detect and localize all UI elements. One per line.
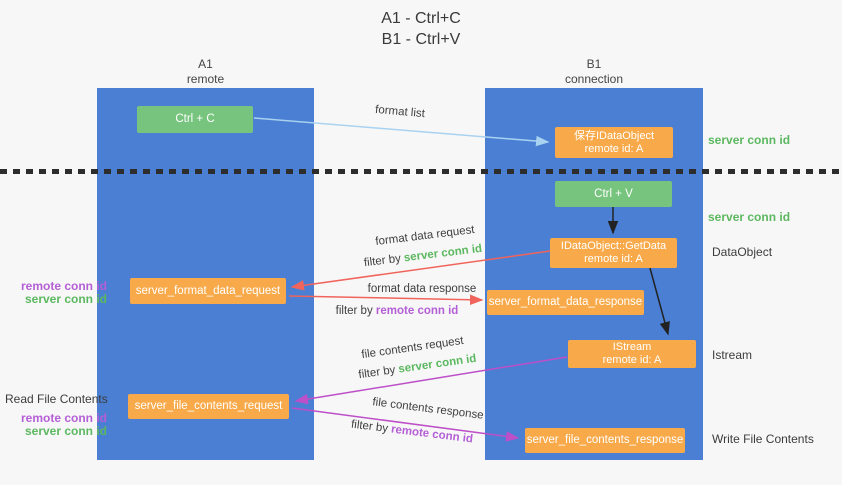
format-list-label: format list [374, 103, 426, 121]
server-conn-id-left1-label: server conn id [24, 292, 107, 306]
filter-highlight: server conn id [397, 352, 478, 376]
read-file-contents-label: Read File Contents [5, 392, 108, 406]
column-header-a1: A1 remote [97, 57, 314, 87]
server-format-data-request-label: server_format_data_request [135, 284, 281, 297]
filter-by-remote-conn-id-2-label: filter by remote conn id [348, 418, 477, 446]
getdata-line2: remote id: A [584, 253, 643, 265]
format-data-response-label: format data response [367, 283, 477, 295]
ctrl-c-box: Ctrl + C [137, 106, 253, 133]
write-file-contents-label: Write File Contents [712, 432, 814, 446]
istream-box: IStream remote id: A [568, 340, 696, 368]
istream-line2: remote id: A [602, 354, 662, 366]
server-format-data-response-box: server_format_data_response [487, 290, 644, 315]
save-dataobject-line1: 保存IDataObject [573, 129, 655, 142]
column-a1-name: A1 [198, 57, 213, 71]
column-header-b1: B1 connection [485, 57, 703, 87]
ctrl-c-label: Ctrl + C [175, 113, 215, 125]
title-line-1: A1 - Ctrl+C [381, 10, 461, 27]
filter-highlight: remote conn id [390, 423, 474, 446]
diagram-title: A1 - Ctrl+C B1 - Ctrl+V [0, 8, 842, 50]
arrow-format-data-response [288, 294, 484, 306]
filter-prefix: filter by [363, 252, 405, 270]
filter-by-remote-conn-id-1-label: filter by remote conn id [333, 305, 461, 317]
dotted-separator [0, 169, 842, 174]
remote-conn-id-left2-label: remote conn id [20, 411, 107, 425]
filter-highlight: remote conn id [375, 305, 459, 317]
server-conn-id-mid-label: server conn id [708, 210, 791, 224]
remote-conn-id-left1-label: remote conn id [20, 279, 107, 293]
server-format-data-request-box: server_format_data_request [130, 278, 286, 304]
server-format-data-response-label: server_format_data_response [488, 296, 643, 308]
server-conn-id-left2-label: server conn id [24, 424, 107, 438]
save-dataobject-line2: remote id: A [584, 142, 644, 155]
getdata-box: IDataObject::GetData remote id: A [550, 238, 677, 268]
dataobject-label: DataObject [712, 245, 773, 259]
server-file-contents-response-label: server_file_contents_response [526, 434, 684, 446]
server-conn-id-top-label: server conn id [708, 133, 791, 147]
file-contents-response-label: file contents response [371, 396, 485, 422]
istream-line1: IStream [612, 341, 652, 353]
istream-side-label: Istream [712, 348, 753, 362]
ctrl-v-label: Ctrl + V [594, 187, 633, 200]
title-line-2: B1 - Ctrl+V [381, 31, 461, 48]
server-file-contents-request-label: server_file_contents_request [134, 400, 283, 412]
column-a1-role: remote [186, 72, 225, 86]
save-dataobject-box: 保存IDataObject remote id: A [555, 127, 673, 158]
server-file-contents-response-box: server_file_contents_response [525, 428, 685, 453]
column-b1-role: connection [564, 72, 624, 86]
filter-prefix: filter by [335, 305, 376, 317]
filter-highlight: server conn id [403, 242, 483, 265]
filter-prefix: filter by [350, 418, 392, 436]
ctrl-v-box: Ctrl + V [555, 181, 672, 207]
column-b1-name: B1 [586, 57, 602, 71]
filter-prefix: filter by [357, 363, 400, 382]
server-file-contents-request-box: server_file_contents_request [128, 394, 289, 419]
getdata-line1: IDataObject::GetData [560, 240, 667, 252]
